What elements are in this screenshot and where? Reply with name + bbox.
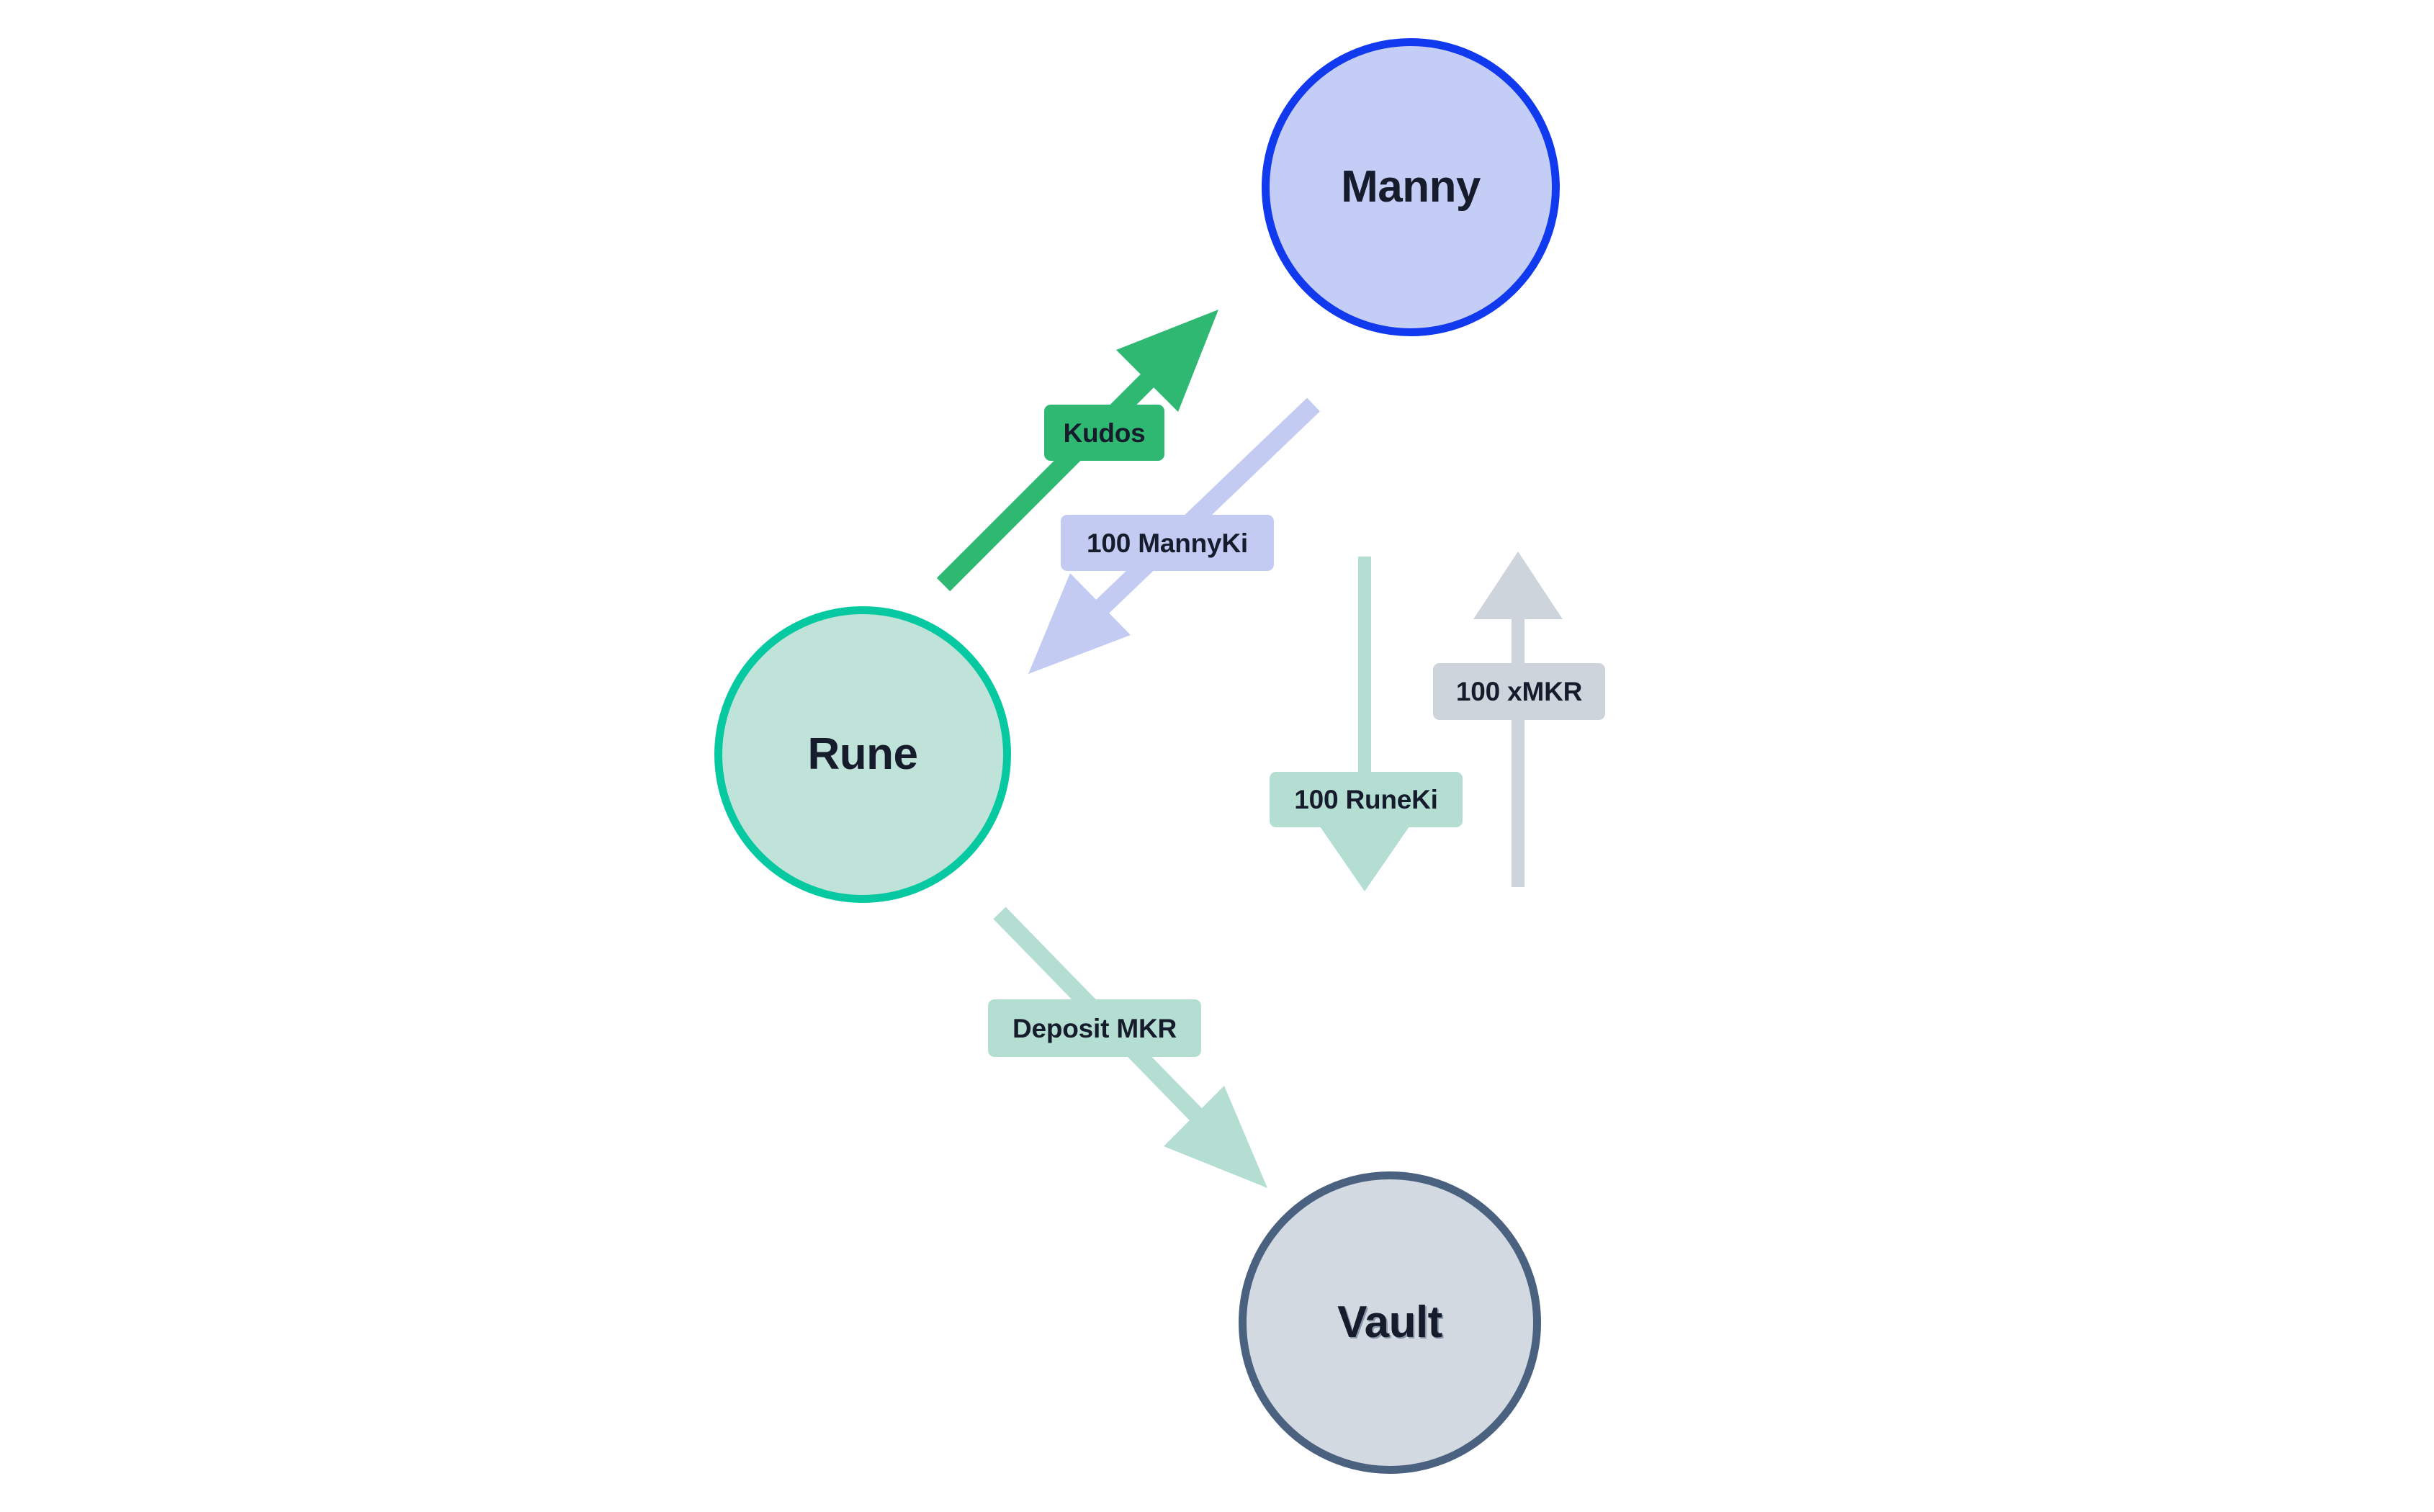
edge-xmkr[interactable] [1473, 552, 1563, 887]
node-manny-label: Manny [1341, 162, 1481, 212]
edge-runeki[interactable] [1320, 557, 1409, 891]
edge-mannyki-arrowhead [1028, 573, 1131, 674]
edge-label-depositmkr[interactable]: Deposit MKR [988, 999, 1201, 1057]
edge-label-xmkr-text: 100 xMKR [1455, 677, 1583, 706]
edge-kudos-shaft [936, 348, 1180, 592]
edge-label-mannyki-text: 100 MannyKi [1087, 528, 1248, 558]
edge-label-runeki-text: 100 RuneKi [1294, 785, 1438, 814]
edge-label-xmkr[interactable]: 100 xMKR [1433, 663, 1605, 720]
node-vault[interactable]: Vault [1239, 1171, 1541, 1474]
edge-kudos[interactable] [936, 310, 1218, 592]
edge-label-runeki[interactable]: 100 RuneKi [1270, 772, 1463, 827]
edge-label-kudos-text: Kudos [1063, 418, 1146, 448]
edge-label-mannyki[interactable]: 100 MannyKi [1061, 515, 1274, 571]
edge-depositmkr-arrowhead [1164, 1086, 1267, 1188]
node-rune[interactable]: Rune [714, 606, 1011, 903]
node-manny[interactable]: Manny [1262, 38, 1560, 336]
edge-label-kudos[interactable]: Kudos [1044, 405, 1164, 461]
edge-label-depositmkr-text: Deposit MKR [1012, 1013, 1177, 1043]
node-rune-label: Rune [807, 729, 919, 779]
edge-runeki-arrowhead [1320, 827, 1409, 891]
edge-kudos-arrowhead [1116, 310, 1218, 412]
node-vault-label: Vault [1337, 1297, 1442, 1347]
edge-xmkr-arrowhead [1473, 552, 1563, 619]
